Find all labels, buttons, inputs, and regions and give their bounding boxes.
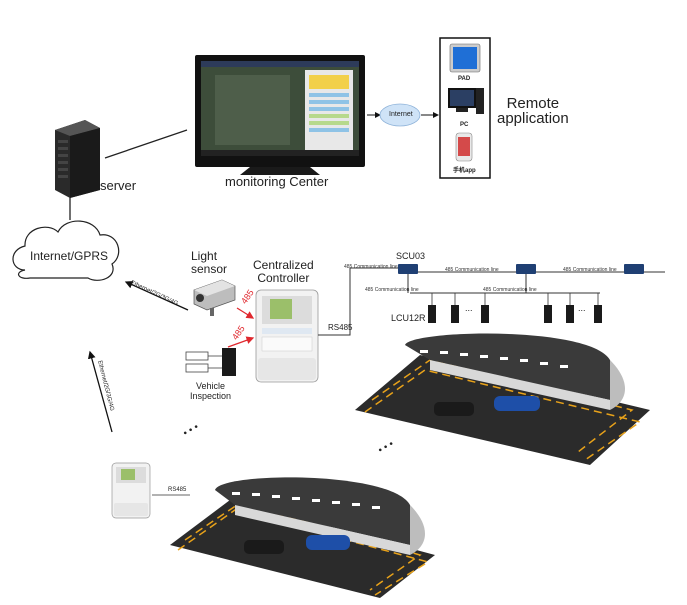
ethernet-left-arrow: [87, 350, 113, 433]
ethernet-top-arrow: [124, 281, 189, 311]
centralized-controller-label: Centralized Controller: [253, 258, 314, 285]
rs485-small-label: RS485: [168, 487, 187, 493]
internet-gprs-label: Internet/GPRS: [30, 249, 109, 263]
tablet-icon: [449, 43, 481, 73]
remote-application-label: Remote application: [497, 95, 569, 127]
cloud-icon: [12, 220, 120, 281]
internet-cloud-icon: [379, 103, 421, 127]
vehicle-controller-arrow: [227, 336, 255, 348]
car-icon: [434, 396, 540, 416]
rs485-main-label: RS485: [328, 323, 353, 332]
light-sensor-label: Light sensor: [191, 249, 228, 276]
server-label: server: [100, 178, 137, 193]
app-label: 手机app: [453, 168, 476, 174]
rs485-trunk: [318, 267, 398, 336]
comm-line-label: 485 Communication line: [445, 267, 499, 273]
light-sensor-icon: [193, 279, 236, 316]
lcu-dots-right: ...: [578, 303, 586, 313]
server-icon: [55, 120, 100, 198]
scu03-label: SCU03: [396, 251, 426, 261]
phone-icon: [455, 132, 473, 162]
lcu12r-label: LCU12R: [391, 313, 426, 323]
tunnel-icon: [170, 477, 435, 598]
controller-icon: [255, 289, 319, 383]
comm-line-label: 485 Communication line: [365, 287, 419, 293]
monitoring-center-label: monitoring Center: [225, 174, 329, 189]
server-monitor-link: [104, 129, 188, 159]
pc-label: PC: [460, 122, 469, 128]
internet-badge-label: Internet: [389, 111, 413, 118]
lcu-dots-left: ...: [465, 303, 473, 313]
vehicle-inspection-label: Vehicle Inspection: [190, 381, 232, 401]
pad-label: PAD: [458, 76, 471, 82]
scu-icon: [398, 264, 644, 274]
controller-icon: [111, 462, 151, 519]
car-icon: [244, 535, 350, 554]
vehicle-detector-icon: [185, 348, 236, 376]
comm-line-label: 485 Communication line: [483, 287, 537, 293]
lcu-icon: [428, 293, 602, 323]
monitor-icon: [195, 55, 365, 175]
pc-icon: [448, 88, 484, 114]
sensor-controller-arrow: [236, 307, 255, 319]
comm-line-label: 485 Communication line: [563, 267, 617, 273]
comm-line-label: 485 Communication line: [344, 264, 398, 270]
